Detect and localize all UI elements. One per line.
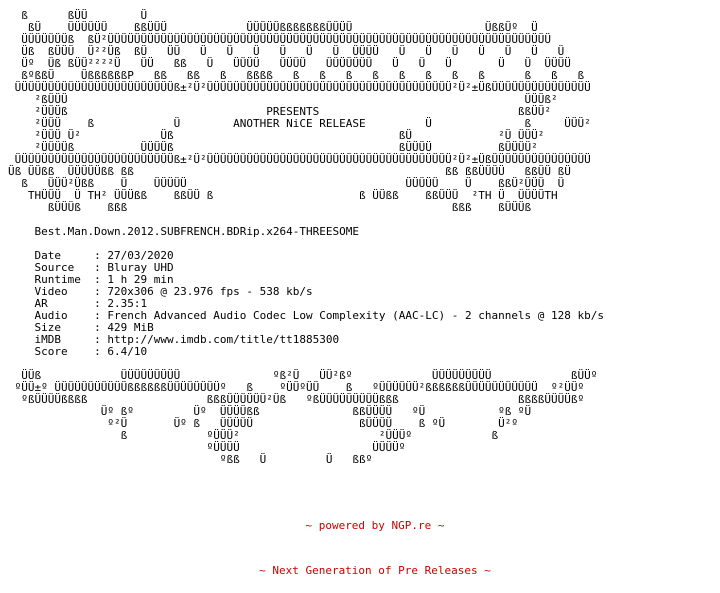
nfo-line: Üº Üß ßÜÜ²²²²Ü ÜÜ ßß Ü ÜÜÜÜ ÜÜÜÜ ÜÜÜÜÜÜÜ… xyxy=(8,57,571,70)
nfo-line: ÜÜÜÜÜÜÜÜÜÜÜÜÜÜÜÜÜÜÜÜÜÜÜÜß±²Ü²ÜÜÜÜÜÜÜÜÜÜÜ… xyxy=(8,153,591,166)
nfo-line: º²Ü Üº ß ÜÜÜÜÜ ßÜÜÜÜ ß ºÜ Ü²º xyxy=(8,417,518,430)
nfo-line: Score : 6.4/10 xyxy=(8,345,148,358)
nfo-line: ²ÜÜÜ Ü² Üß ßÜ ²Ü ÜÜÜ² xyxy=(8,129,545,142)
nfo-line: Source : Bluray UHD xyxy=(8,261,174,274)
nfo-line: ß ºÜÜÜ² ²ÜÜÜº ß xyxy=(8,429,499,442)
nfo-line: ÜÜß ÜÜÜÜÜÜÜÜÜ ºß²Ü ÜÜ²ßº ÜÜÜÜÜÜÜÜÜ ßÜÜº xyxy=(8,369,598,382)
nfo-line: ÜÜÜÜÜÜÜß ßÜ²ÜÜÜÜÜÜÜÜÜÜÜÜÜÜÜÜÜÜÜÜÜÜÜÜÜÜÜÜ… xyxy=(8,33,552,46)
footer-tagline: ~ Next Generation of Pre Releases ~ xyxy=(259,564,491,577)
nfo-line: Size : 429 MiB xyxy=(8,321,154,334)
nfo-line: iMDB : http://www.imdb.com/title/tt18853… xyxy=(8,333,340,346)
nfo-line: THÜÜÜ Ü TH² ÜÜÜßß ßßÜÜ ß ß ÜÜßß ßßÜÜÜ ²T… xyxy=(8,189,558,202)
nfo-line: Audio : French Advanced Audio Codec Low … xyxy=(8,309,605,322)
nfo-line: ºÜÜÜÜ ÜÜÜÜº xyxy=(8,441,406,454)
nfo-line: ßºßßÜ ÜßßßßßßP ßß ßß ß ßßßß ß ß ß ß ß ß … xyxy=(8,69,585,82)
nfo-line: ²ÜÜÜß PRESENTS ßßÜÜ² xyxy=(8,105,552,118)
nfo-line: Date : 27/03/2020 xyxy=(8,249,174,262)
nfo-line: ²ÜÜÜ ß Ü ANOTHER NiCE RELEASE Ü ß ÜÜÜ² xyxy=(8,117,591,130)
nfo-line: ßÜÜÜß ßßß ßßß ßÜÜÜß xyxy=(8,201,532,214)
nfo-line: ²ÜÜÜÜß ÜÜÜÜß ßÜÜÜÜ ßÜÜÜÜ² xyxy=(8,141,538,154)
footer-powered-by: ~ powered by NGP.re ~ xyxy=(305,519,445,532)
nfo-line: Runtime : 1 h 29 min xyxy=(8,273,174,286)
nfo-line: ºßß Ü Ü ßßº xyxy=(8,453,373,466)
nfo-line: Üß ÜÜßß ÜÜÜÜÜßß ßß ßß ßßÜÜÜÜ ßßÜÜ ßÜ xyxy=(8,165,571,178)
nfo-line: ß ÜÜÜ²Üßß Ü ÜÜÜÜÜ ÜÜÜÜÜ Ü ßßÜ²ÜÜÜ Ü xyxy=(8,177,565,190)
footer: ~ powered by NGP.re ~ ~ Next Generation … xyxy=(0,488,720,593)
nfo-line: ß ßÜÜ Ü xyxy=(8,9,148,22)
nfo-text: ß ßÜÜ Ü ßÜ ÜÜÜÜÜÜ ßßÜÜÜ ÜÜÜÜÜßßßßßßßÜÜÜÜ… xyxy=(8,10,604,466)
nfo-line: ²ßÜÜÜ ÜÜÜß² xyxy=(8,93,558,106)
nfo-line: ºÜÜ±º ÜÜÜÜÜÜÜÜÜÜÜßßßßßßÜÜÜÜÜÜÜÜº ß ºÜÜºÜ… xyxy=(8,381,585,394)
nfo-line: Üß ßÜÜÜ Ü²²Üß ßÜ ÜÜ Ü Ü Ü Ü Ü Ü ÜÜÜÜ Ü Ü… xyxy=(8,45,565,58)
nfo-line: ßÜ ÜÜÜÜÜÜ ßßÜÜÜ ÜÜÜÜÜßßßßßßßÜÜÜÜ ÜßßÜº Ü xyxy=(8,21,538,34)
nfo-line: AR : 2.35:1 xyxy=(8,297,148,310)
nfo-line: ÜÜÜÜÜÜÜÜÜÜÜÜÜÜÜÜÜÜÜÜÜÜÜÜß±²Ü²ÜÜÜÜÜÜÜÜÜÜÜ… xyxy=(8,81,591,94)
nfo-line: Üº ßº Üº ÜÜÜÜßß ßßÜÜÜÜ ºÜ ºß ºÜ xyxy=(8,405,532,418)
nfo-line: Video : 720x306 @ 23.976 fps - 538 kb/s xyxy=(8,285,313,298)
nfo-line: ºßÜÜÜÜßßßß ßßßÜÜÜÜÜÜ²Üß ºßÜÜÜÜÜÜÜÜÜßßß ß… xyxy=(8,393,585,406)
nfo-line: Best.Man.Down.2012.SUBFRENCH.BDRip.x264-… xyxy=(8,225,359,238)
